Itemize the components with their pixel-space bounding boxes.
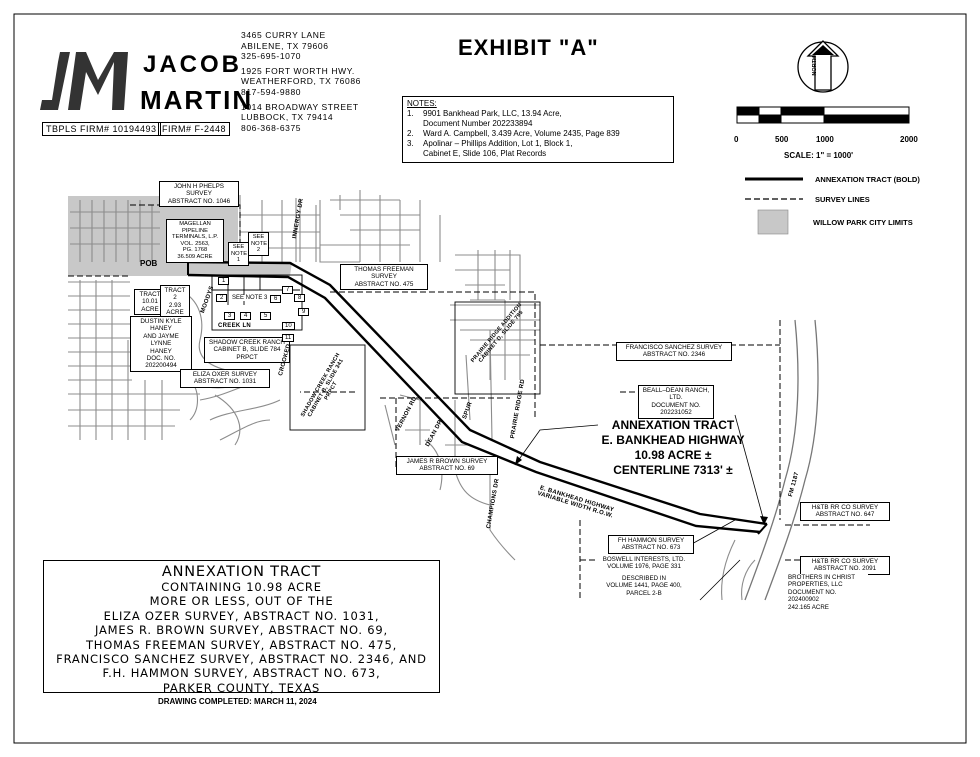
label-boswell: BOSWELL INTERESTS, LTD.VOLUME 1976, PAGE… <box>598 556 690 598</box>
annexation-box-line: JAMES R. BROWN SURVEY, ABSTRACT NO. 69, <box>95 623 388 638</box>
address-line: WEATHERFORD, TX 76086 <box>241 76 361 87</box>
address-line: 3465 CURRY LANE <box>241 30 326 40</box>
firm-number: FIRM# F-2448 <box>158 122 231 136</box>
note-item: 2.Ward A. Campbell, 3.439 Acre, Volume 2… <box>407 129 620 138</box>
legend-gray-box-icon <box>757 209 789 235</box>
legend-label-survey: SURVEY LINES <box>815 195 870 204</box>
pob-label: POB <box>140 259 158 268</box>
lot-number: 4 <box>240 312 252 320</box>
label-beall-dean: BEALL–DEAN RANCH, LTD.DOCUMENT NO.202231… <box>638 385 714 419</box>
lot-number: 11 <box>282 334 295 342</box>
lot-number: 3 <box>224 312 236 320</box>
scale-text: SCALE: 1" = 1000' <box>784 151 854 160</box>
scale-tick-0: 0 <box>734 135 739 144</box>
annexation-box-line: CONTAINING 10.98 ACRE <box>161 580 322 594</box>
lot-number: 10 <box>282 322 295 330</box>
annexation-box-line: THOMAS FREEMAN SURVEY, ABSTRACT NO. 475, <box>85 637 398 652</box>
scale-tick-500: 500 <box>775 135 789 144</box>
notes-box: NOTES: 1.9901 Bankhead Park, LLC, 13.94 … <box>402 96 674 163</box>
annexation-box-line: PARKER COUNTY, TEXAS <box>162 680 321 695</box>
annexation-tract-line <box>187 260 768 535</box>
road-creek-ln: CREEK LN <box>218 323 252 329</box>
scale-bar <box>736 106 910 124</box>
annexation-description-box: ANNEXATION TRACT CONTAINING 10.98 ACRE M… <box>43 560 440 695</box>
drawing-completed: DRAWING COMPLETED: MARCH 11, 2024 <box>158 697 317 706</box>
annexation-box-line: MORE OR LESS, OUT OF THE <box>149 594 334 609</box>
address-line: ABILENE, TX 79606 <box>241 40 329 51</box>
lot-number: 1 <box>218 277 230 285</box>
parcel-outlines <box>211 274 541 431</box>
address-line: 325-695-1070 <box>241 51 302 62</box>
scale-tick-1000: 1000 <box>816 135 834 144</box>
lot-number: 8 <box>294 294 306 302</box>
logo-mark-icon <box>40 52 128 110</box>
page-frame <box>13 13 967 744</box>
label-see-note-3: SEE NOTE 3 <box>232 295 268 301</box>
address-block: 3465 CURRY LANE ABILENE, TX 79606 325-69… <box>241 30 361 133</box>
legend-label-annex: ANNEXATION TRACT (BOLD) <box>815 175 920 184</box>
shadow-creek-parcel <box>289 344 366 431</box>
annexation-box-line: FRANCISCO SANCHEZ SURVEY, ABSTRACT NO. 2… <box>56 652 427 667</box>
lot-number: 2 <box>216 294 228 302</box>
lot-number: 7 <box>282 286 294 294</box>
legend-symbols <box>745 177 803 235</box>
lot-number: 9 <box>298 308 310 316</box>
scale-tick-2000: 2000 <box>900 135 918 144</box>
lots-cluster <box>211 274 303 331</box>
leader-arrowheads <box>515 456 768 525</box>
legend-label-city: WILLOW PARK CITY LIMITS <box>813 218 913 227</box>
north-arrow-icon <box>797 40 849 93</box>
annexation-box-line: ELIZA OZER SURVEY, ABSTRACT NO. 1031, <box>103 608 380 623</box>
annexation-box-line: F.H. HAMMON SURVEY, ABSTRACT NO. 673, <box>102 666 381 681</box>
note-item: 1.9901 Bankhead Park, LLC, 13.94 Acre,Do… <box>407 109 562 128</box>
lot-number: 5 <box>260 312 272 320</box>
address-line: 817-594-9880 <box>241 86 302 97</box>
annexation-box-title: ANNEXATION TRACT <box>161 564 322 580</box>
firm-tbpls: TBPLS FIRM# 10194493 <box>42 122 161 136</box>
logo-word-martin: MARTIN <box>140 85 254 115</box>
page-title: EXHIBIT "A" <box>458 35 599 60</box>
note-item: 3.Apolinar – Phillips Addition, Lot 1, B… <box>407 139 573 158</box>
address-line: 1925 FORT WORTH HWY. <box>241 65 355 76</box>
lot-number: 6 <box>270 295 282 303</box>
north-label: NORTH <box>812 56 818 76</box>
logo-word-jacob: JACOB <box>143 51 243 78</box>
notes-header: NOTES: <box>407 99 437 108</box>
leader-lines <box>514 414 766 601</box>
address-line: 806-368-6375 <box>241 122 302 133</box>
address-line: 1014 BROADWAY STREET <box>241 101 359 112</box>
address-line: LUBBOCK, TX 79414 <box>241 112 334 123</box>
prairie-ridge-parcel <box>454 301 541 395</box>
